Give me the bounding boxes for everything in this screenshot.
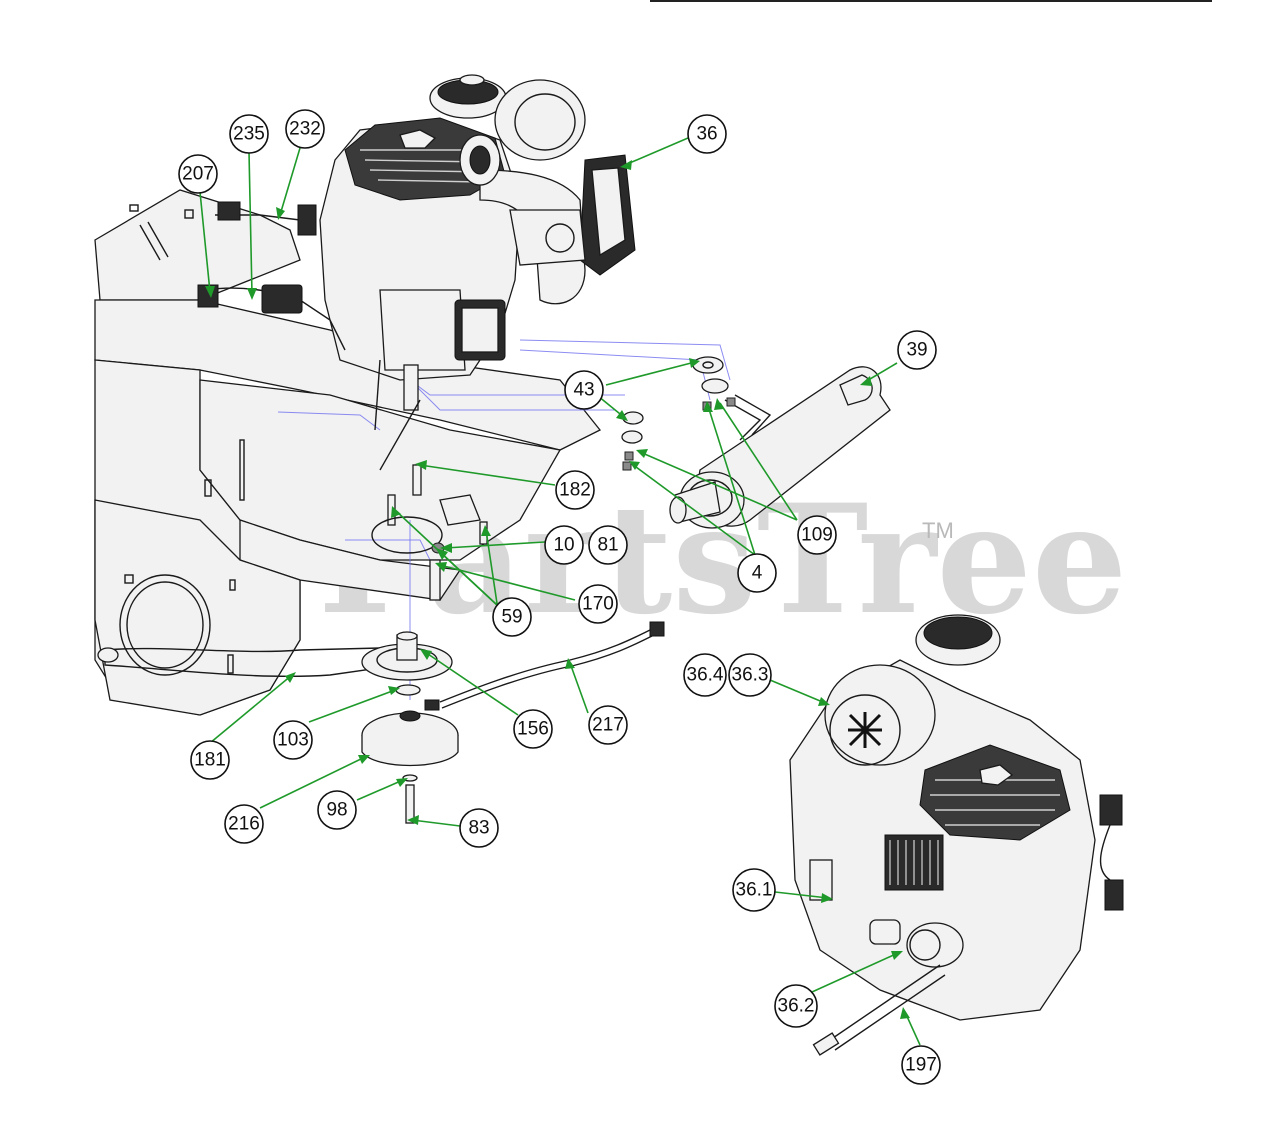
callout-103-label: 103: [277, 730, 309, 751]
callout-4[interactable]: 4: [737, 553, 777, 593]
callout-207-label: 207: [182, 164, 214, 185]
callout-36-3[interactable]: 36.3: [728, 653, 772, 697]
callout-43[interactable]: 43: [564, 370, 604, 410]
callout-170[interactable]: 170: [578, 584, 618, 624]
engine-assembly: [197, 74, 636, 471]
callout-181[interactable]: 181: [190, 740, 230, 780]
callout-235[interactable]: 235: [229, 114, 269, 154]
mower-frame: [94, 189, 602, 716]
callout-59-label: 59: [501, 607, 522, 628]
callout-10[interactable]: 10: [544, 525, 584, 565]
callout-59[interactable]: 59: [492, 597, 532, 637]
callout-156-label: 156: [517, 719, 549, 740]
callout-197-label: 197: [905, 1055, 937, 1076]
callout-36-label: 36: [696, 124, 717, 145]
callout-36-3-label: 36.3: [732, 665, 769, 686]
callout-109-label: 109: [801, 525, 833, 546]
callout-36-1-label: 36.1: [736, 880, 773, 901]
callout-170-label: 170: [582, 594, 614, 615]
callout-81-label: 81: [597, 535, 618, 556]
callout-207[interactable]: 207: [178, 154, 218, 194]
callout-36-1[interactable]: 36.1: [732, 868, 776, 912]
callout-181-label: 181: [194, 750, 226, 771]
callout-10-label: 10: [553, 535, 574, 556]
callout-36-2[interactable]: 36.2: [774, 984, 818, 1028]
leader-arrowheads: [205, 160, 910, 1019]
engine-inset: [789, 614, 1124, 1056]
callout-98-label: 98: [326, 800, 347, 821]
callout-81[interactable]: 81: [588, 525, 628, 565]
watermark-trademark: TM: [922, 518, 954, 543]
callout-39-label: 39: [906, 340, 927, 361]
callout-197[interactable]: 197: [901, 1045, 941, 1085]
callout-103[interactable]: 103: [273, 720, 313, 760]
callout-182[interactable]: 182: [555, 470, 595, 510]
callout-39[interactable]: 39: [897, 330, 937, 370]
callout-83[interactable]: 83: [459, 808, 499, 848]
callout-235-label: 235: [233, 124, 265, 145]
callout-36-2-label: 36.2: [778, 996, 815, 1017]
callout-43-label: 43: [573, 380, 594, 401]
callout-216[interactable]: 216: [224, 804, 264, 844]
callout-232[interactable]: 232: [285, 109, 325, 149]
deck-hardware: [371, 464, 488, 601]
callout-36-4-label: 36.4: [687, 665, 724, 686]
callout-156[interactable]: 156: [513, 709, 553, 749]
muffler: [621, 356, 891, 529]
callout-182-label: 182: [559, 480, 591, 501]
callout-98[interactable]: 98: [317, 790, 357, 830]
leader-lines: [199, 137, 921, 1046]
callout-109[interactable]: 109: [797, 515, 837, 555]
callout-232-label: 232: [289, 119, 321, 140]
callout-216-label: 216: [228, 814, 260, 835]
callout-4-label: 4: [752, 563, 763, 584]
callout-83-label: 83: [468, 818, 489, 839]
callout-217[interactable]: 217: [588, 705, 628, 745]
callout-217-label: 217: [592, 715, 624, 736]
callout-36[interactable]: 36: [687, 114, 727, 154]
callout-36-4[interactable]: 36.4: [683, 653, 727, 697]
